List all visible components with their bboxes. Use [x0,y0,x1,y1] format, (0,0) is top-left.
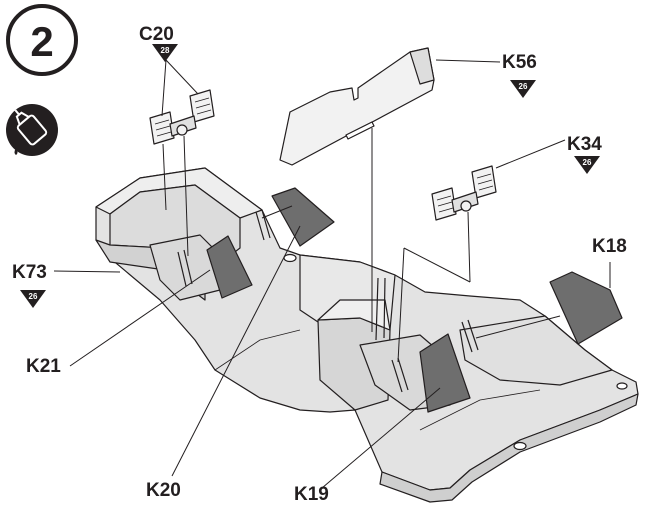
label-K19: K19 [294,484,329,505]
label-K56: K56 [502,52,537,73]
step-number: 2 [30,18,53,65]
part-C20-bracket [149,89,215,145]
label-K20: K20 [146,480,181,501]
badge-K56: 26 [510,80,536,98]
part-K19-block [419,333,471,413]
label-K73: K73 [12,262,47,283]
leader-lines [53,59,611,489]
step-badge: 2 [6,4,78,76]
label-K18: K18 [592,236,627,257]
label-C20: C20 [139,24,174,45]
part-K18-block [549,271,623,345]
badge-C20-number: 28 [161,46,170,55]
badge-K34-number: 26 [583,158,592,167]
glue-tube-icon [6,104,58,156]
badge-K34: 26 [574,156,600,174]
part-K56-panel [279,47,435,166]
badge-K56-number: 26 [519,82,528,91]
badge-C20: 28 [152,44,178,62]
badge-K73-number: 26 [29,292,38,301]
badge-K73: 26 [20,290,46,308]
label-K34: K34 [567,134,602,155]
part-labels: C20 K56 K34 K18 K73 K21 K20 K19 [12,24,627,505]
part-K34-bracket [431,165,497,221]
label-K21: K21 [26,356,61,377]
part-K20-block [271,187,335,247]
part-K21-block [206,235,253,299]
floor-pan [95,167,639,503]
